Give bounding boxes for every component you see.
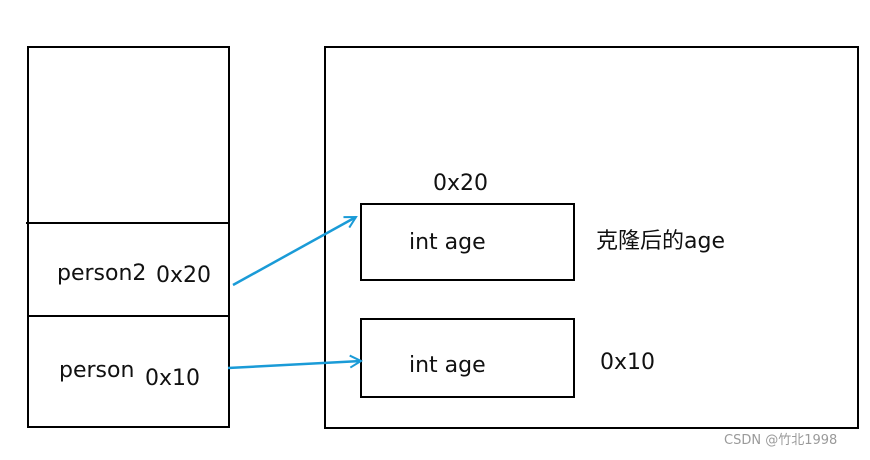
person-var-label: person bbox=[59, 358, 135, 383]
reference-arrow-person2 bbox=[232, 215, 356, 287]
original-field-label: int age bbox=[409, 353, 486, 378]
person-address-label: 0x10 bbox=[145, 366, 201, 391]
watermark: CSDN @竹北1998 bbox=[724, 433, 838, 448]
person2-var-label: person2 bbox=[57, 261, 147, 286]
heap-object-clone bbox=[360, 203, 575, 281]
heap-region bbox=[324, 46, 859, 429]
clone-note-label: 克隆后的age bbox=[596, 229, 725, 254]
clone-address-label: 0x20 bbox=[433, 171, 489, 196]
clone-field-label: int age bbox=[409, 230, 486, 255]
person2-address-label: 0x20 bbox=[156, 263, 212, 288]
original-address-label: 0x10 bbox=[600, 350, 656, 375]
stack-frame bbox=[27, 46, 230, 428]
reference-arrow-person bbox=[227, 361, 361, 370]
